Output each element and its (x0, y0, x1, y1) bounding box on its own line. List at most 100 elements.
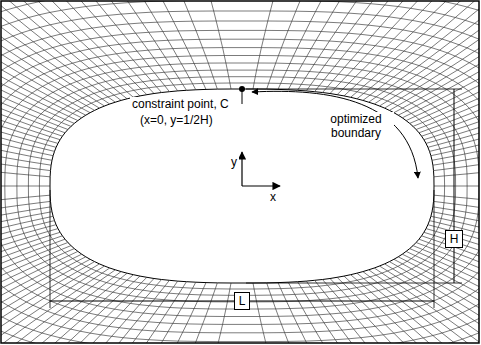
mesh-radial (416, 1, 479, 130)
mesh-radial (322, 280, 479, 344)
mesh-radial (1, 1, 147, 95)
mesh-radial (398, 1, 479, 115)
mesh-radial (357, 273, 479, 343)
mesh-radial (337, 277, 479, 343)
mesh-radial (1, 8, 53, 155)
mesh-radial (142, 283, 231, 343)
mesh-radial (1, 246, 71, 343)
mesh-radial (1, 216, 53, 343)
mesh-radial (422, 236, 479, 343)
mesh-radial (1, 1, 162, 93)
mesh-radial (1, 1, 90, 113)
dimension-label: L (234, 292, 251, 310)
mesh-radial (267, 283, 403, 343)
mesh-radial (1, 232, 60, 343)
mesh-radial (433, 207, 479, 326)
mesh-radial (363, 272, 479, 343)
mesh-radial (1, 195, 50, 271)
mesh-ring (1, 48, 479, 325)
mesh-radial (1, 1, 121, 100)
mesh-radial (431, 8, 479, 155)
mesh-radial (1, 249, 74, 343)
mesh-radial (1, 225, 56, 343)
mesh-radial (1, 1, 169, 92)
extension-line (50, 190, 51, 308)
mesh-radial (1, 221, 55, 343)
mesh-radial (1, 280, 169, 343)
mesh-radial (1, 1, 68, 130)
mesh-radial (1, 277, 147, 343)
mesh-radial (434, 101, 479, 177)
mesh-radial (1, 212, 52, 343)
mesh-radial (1, 207, 51, 326)
mesh-ring (1, 21, 479, 343)
mesh-radial (1, 1, 60, 140)
mesh-radial (1, 239, 65, 343)
mesh-radial (434, 70, 480, 170)
y-axis (241, 152, 242, 186)
mesh-radial (434, 186, 479, 187)
mesh-radial (1, 243, 68, 344)
mesh-radial (288, 282, 479, 343)
mesh-radial (330, 279, 479, 344)
mesh-radial (1, 1, 178, 91)
mesh-radial (1, 201, 51, 301)
mesh-radial (1, 236, 62, 343)
mesh-ring (1, 39, 479, 333)
mesh-radial (298, 1, 480, 90)
leader-line (242, 89, 243, 104)
axis-label: x (268, 190, 278, 204)
mesh-radial (424, 1, 479, 140)
mesh-radial (380, 266, 480, 343)
mesh-radial (369, 270, 479, 343)
mesh-radial (419, 1, 479, 133)
mesh-radial (369, 1, 479, 102)
mesh-radial (5, 1, 196, 90)
mesh-radial (1, 272, 121, 343)
extension-line (246, 283, 462, 284)
mesh-radial (428, 1, 479, 147)
mesh-radial (1, 1, 62, 136)
mesh-radial (402, 1, 479, 118)
mesh-radial (81, 1, 217, 89)
mesh-radial (306, 281, 479, 343)
mesh-radial (267, 1, 403, 89)
mesh-radial (374, 268, 479, 343)
mesh-radial (1, 254, 82, 343)
mesh-radial (1, 1, 78, 121)
mesh-radial (253, 1, 342, 89)
mesh-radial (1, 229, 58, 343)
mesh-radial (1, 251, 78, 343)
axis-label: y (229, 155, 239, 169)
mesh-radial (1, 262, 95, 343)
extension-line (434, 190, 435, 308)
mesh-ring (50, 89, 434, 283)
mesh-radial (1, 1, 186, 90)
mesh-radial (1, 273, 127, 343)
mesh-radial (1, 266, 105, 343)
extension-line (246, 89, 462, 90)
mesh-radial (298, 282, 480, 343)
dimension-line (454, 89, 455, 283)
mesh-radial (315, 1, 479, 92)
mesh-radial (306, 1, 479, 91)
mesh-radial (1, 186, 50, 187)
constraint-coords: (x=0, y=1/2H) (138, 113, 215, 127)
mesh-radial (344, 276, 479, 343)
mesh-radial (389, 1, 479, 110)
mesh-radial (357, 1, 479, 99)
mesh-radial (142, 1, 231, 89)
mesh-radial (1, 1, 140, 96)
mesh-radial (1, 1, 154, 94)
